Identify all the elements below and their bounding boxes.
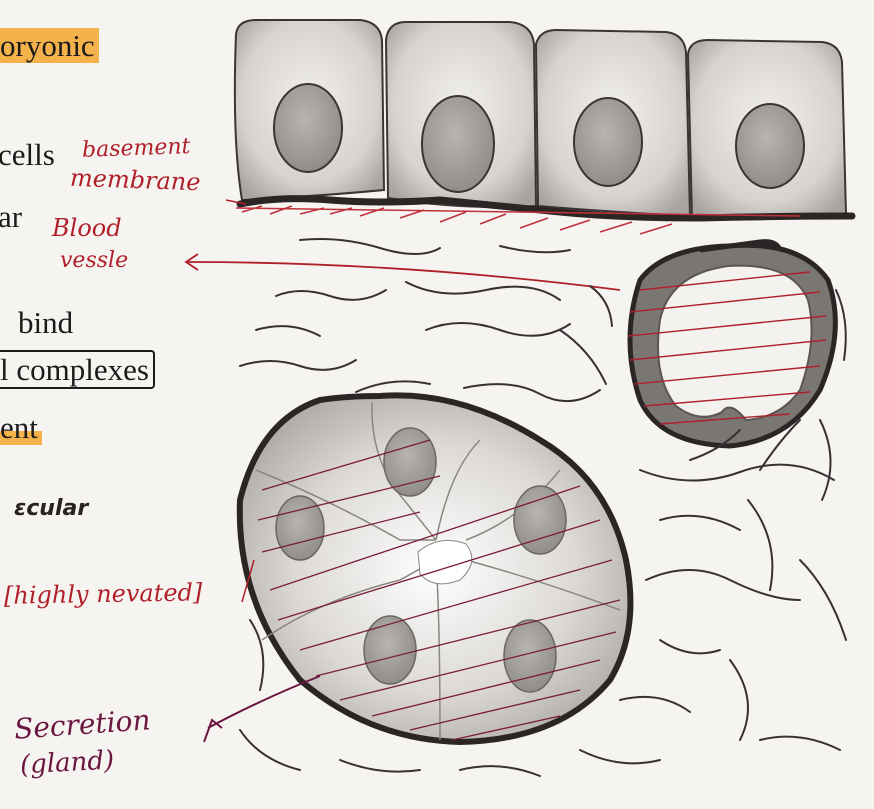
gland-nucleus [384,428,436,496]
nucleus [574,98,642,186]
epithelial-cell-3 [536,30,690,216]
gland-nucleus [364,616,416,684]
nucleus [736,104,804,188]
epithelial-cell-1 [235,20,384,200]
nucleus [274,84,342,172]
epithelial-cell-2 [386,22,536,207]
gland [240,395,631,742]
blood-vessel-pointer [186,254,620,290]
epithelial-cell-4 [688,40,846,219]
nucleus [422,96,494,192]
